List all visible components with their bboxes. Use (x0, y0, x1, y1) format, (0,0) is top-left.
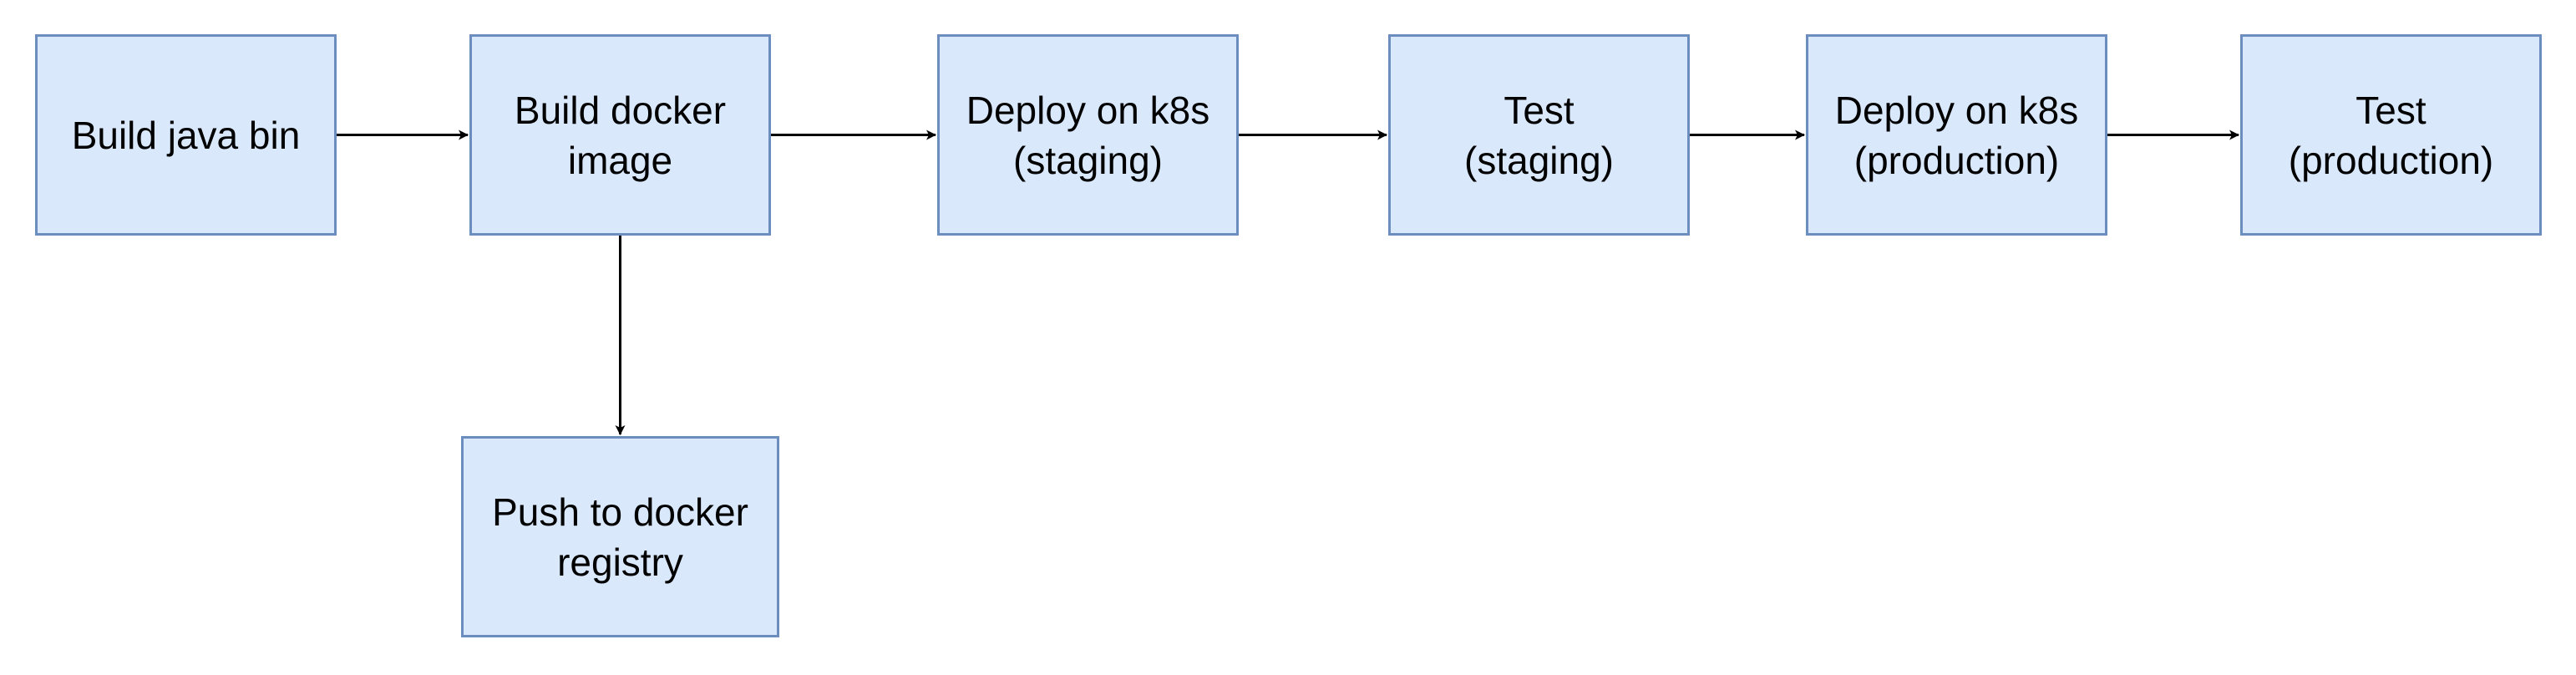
node-deploy-k8s-staging: Deploy on k8s (staging) (937, 34, 1239, 236)
node-push-docker-registry: Push to docker registry (461, 436, 779, 637)
node-test-production: Test (production) (2240, 34, 2542, 236)
node-build-docker-image: Build docker image (469, 34, 771, 236)
node-test-staging: Test (staging) (1388, 34, 1690, 236)
node-deploy-k8s-production: Deploy on k8s (production) (1806, 34, 2107, 236)
node-build-java-bin: Build java bin (35, 34, 337, 236)
